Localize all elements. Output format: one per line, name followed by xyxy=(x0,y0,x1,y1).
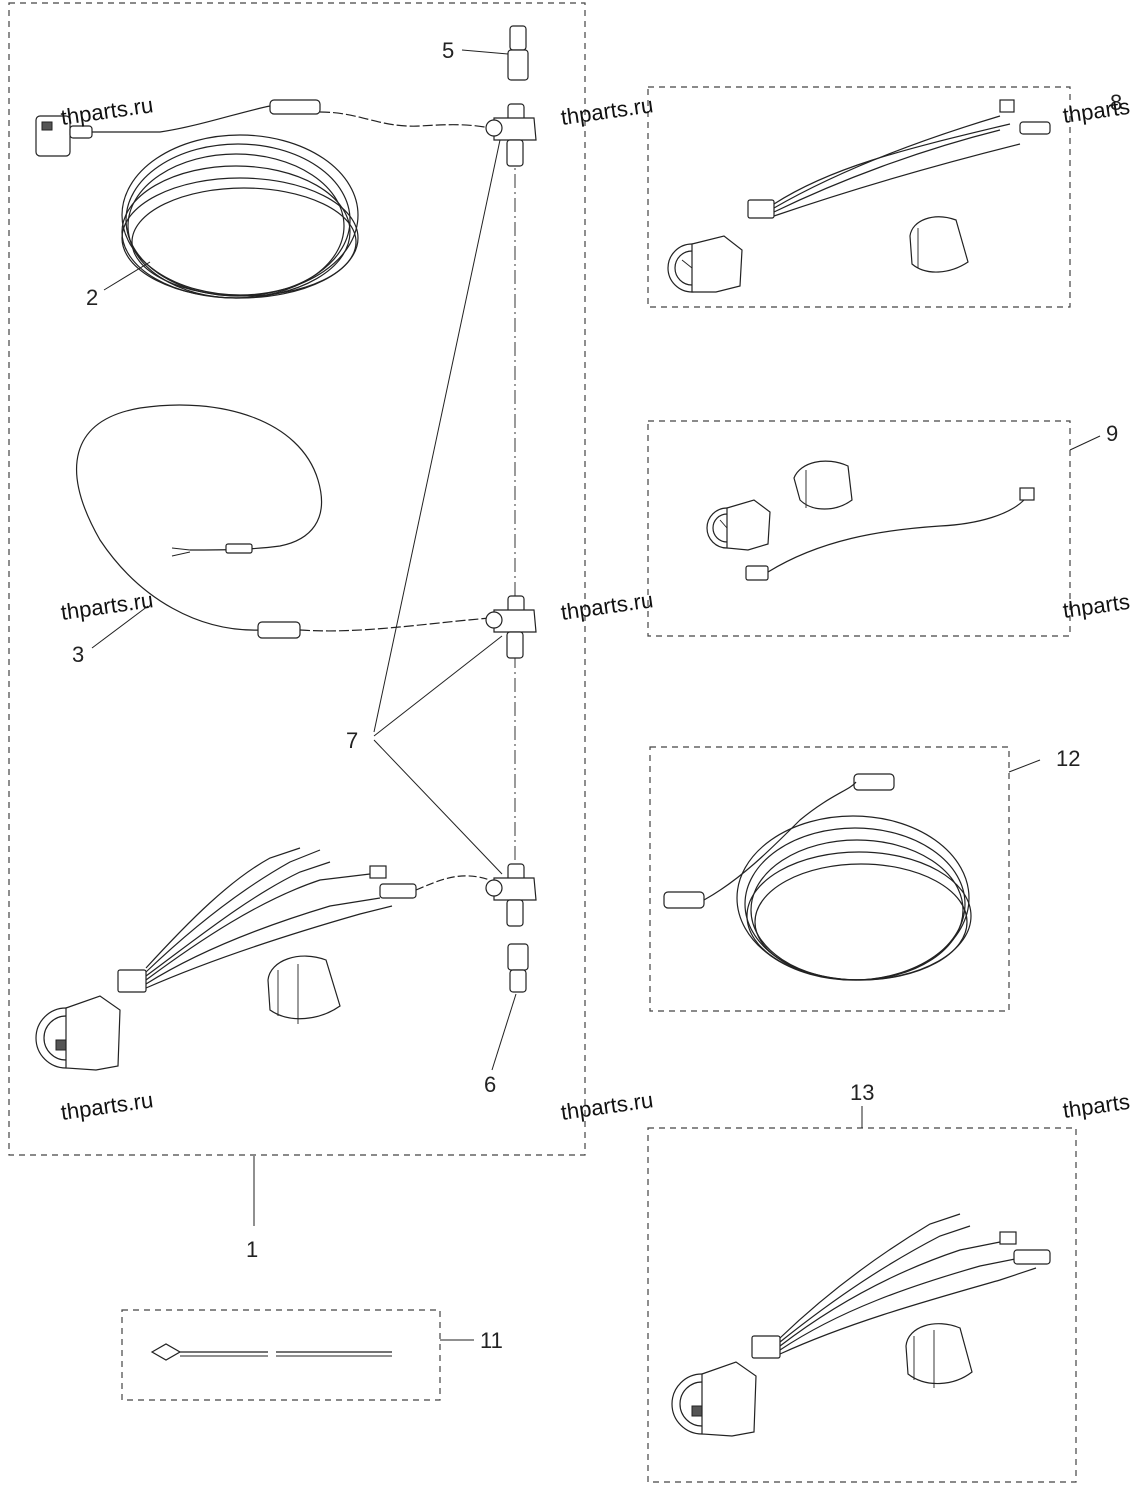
group-box-9 xyxy=(647,420,1071,637)
part-12-coiled-cable xyxy=(663,773,972,981)
callout-6: 6 xyxy=(484,1072,496,1097)
callout-8: 8 xyxy=(1110,90,1122,115)
leader-7c xyxy=(373,739,503,875)
watermark: thparts xyxy=(1061,1089,1131,1123)
leader-12 xyxy=(1008,759,1041,773)
t-connector-bottom xyxy=(485,863,537,927)
group-box-1 xyxy=(8,2,586,1156)
watermark: thparts.ru xyxy=(59,1087,155,1125)
leader-6 xyxy=(491,993,517,1071)
watermark: thparts.ru xyxy=(559,1087,655,1125)
watermark: thparts.ru xyxy=(559,92,655,130)
callout-5: 5 xyxy=(442,38,454,63)
part-6-terminator xyxy=(507,943,529,993)
watermark: thparts.ru xyxy=(59,587,155,625)
part-9-gauge-kit xyxy=(706,460,1035,581)
leader-9 xyxy=(1069,435,1101,451)
watermark: thparts xyxy=(1061,94,1131,128)
group-box-11 xyxy=(121,1309,441,1401)
part-2-coiled-cable xyxy=(35,99,491,299)
callout-11: 11 xyxy=(480,1328,503,1353)
group-box-12 xyxy=(649,746,1010,1012)
watermark: thparts xyxy=(1061,589,1131,623)
callout-9: 9 xyxy=(1106,421,1118,446)
part-13-gauge-harness xyxy=(671,1213,1051,1437)
t-connector-top xyxy=(485,103,537,167)
group-box-8 xyxy=(647,86,1071,308)
callout-2: 2 xyxy=(86,285,98,310)
watermark: thparts.ru xyxy=(59,92,155,130)
t-connector-middle xyxy=(485,595,537,659)
callout-12: 12 xyxy=(1056,746,1080,771)
part-8-gauge-kit xyxy=(667,99,1051,293)
leader-7a xyxy=(373,139,501,733)
part-5-terminator xyxy=(507,25,529,81)
part-3-cable xyxy=(76,404,491,639)
part-11-sensor xyxy=(150,1343,392,1361)
callout-13: 13 xyxy=(850,1080,874,1105)
watermark: thparts.ru xyxy=(559,587,655,625)
leader-5 xyxy=(461,49,509,55)
callout-1: 1 xyxy=(246,1237,258,1262)
callout-7: 7 xyxy=(346,728,358,753)
callout-3: 3 xyxy=(72,642,84,667)
leader-3 xyxy=(91,605,149,649)
leader-7b xyxy=(373,635,503,737)
part-1-gauge-harness xyxy=(35,847,491,1071)
leader-2 xyxy=(103,261,151,291)
